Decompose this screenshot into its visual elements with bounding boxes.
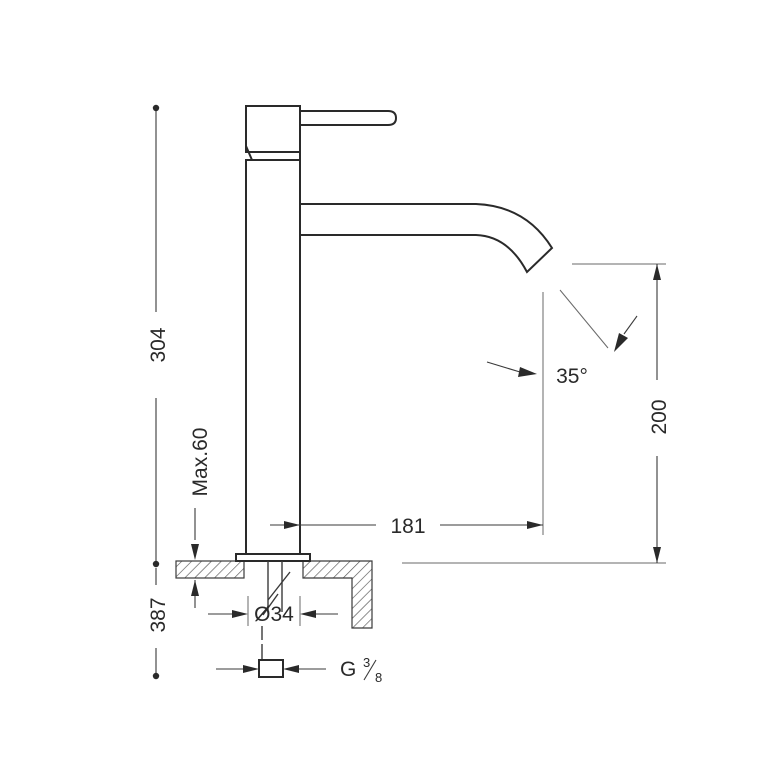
handle-cap xyxy=(245,105,301,153)
connection-dimension xyxy=(216,665,326,673)
spout-height-dimension xyxy=(402,263,666,564)
spout-reach-label: 181 xyxy=(390,515,425,538)
lever-handle xyxy=(299,110,398,126)
dimension-dot-bottom xyxy=(152,672,160,680)
connection-fraction-denominator: 8 xyxy=(375,670,382,685)
countertop-section xyxy=(175,560,373,629)
base-flange xyxy=(235,553,311,562)
connection-prefix-label: G xyxy=(340,658,356,681)
connection-fraction-slash xyxy=(363,659,377,681)
dimension-dot-top xyxy=(152,104,160,112)
below-counter-label: 387 xyxy=(147,597,170,632)
counter-max-label: Max.60 xyxy=(189,428,212,497)
mounting-stud-diagonal xyxy=(267,571,291,601)
spout-height-label: 200 xyxy=(648,399,671,434)
cap-bevel xyxy=(245,145,301,161)
faucet-column xyxy=(245,159,301,555)
connection-fraction-numerator: 3 xyxy=(363,655,370,670)
total-height-label: 304 xyxy=(147,327,170,362)
spout-reach-dimension xyxy=(270,292,544,535)
left-dimension-chain xyxy=(152,104,160,680)
spout xyxy=(299,203,554,274)
spout-angle-label: 35° xyxy=(556,365,588,388)
hole-diameter-label: Ø34 xyxy=(254,603,294,626)
spout-angle-dimension xyxy=(486,289,638,377)
dimension-dot-mid xyxy=(152,560,160,568)
counter-thickness-dimension xyxy=(191,508,199,608)
hose-connector xyxy=(258,659,284,678)
faucet-body xyxy=(235,105,554,562)
hole-diameter-dimension xyxy=(208,596,338,626)
mounting-assembly xyxy=(258,561,291,678)
